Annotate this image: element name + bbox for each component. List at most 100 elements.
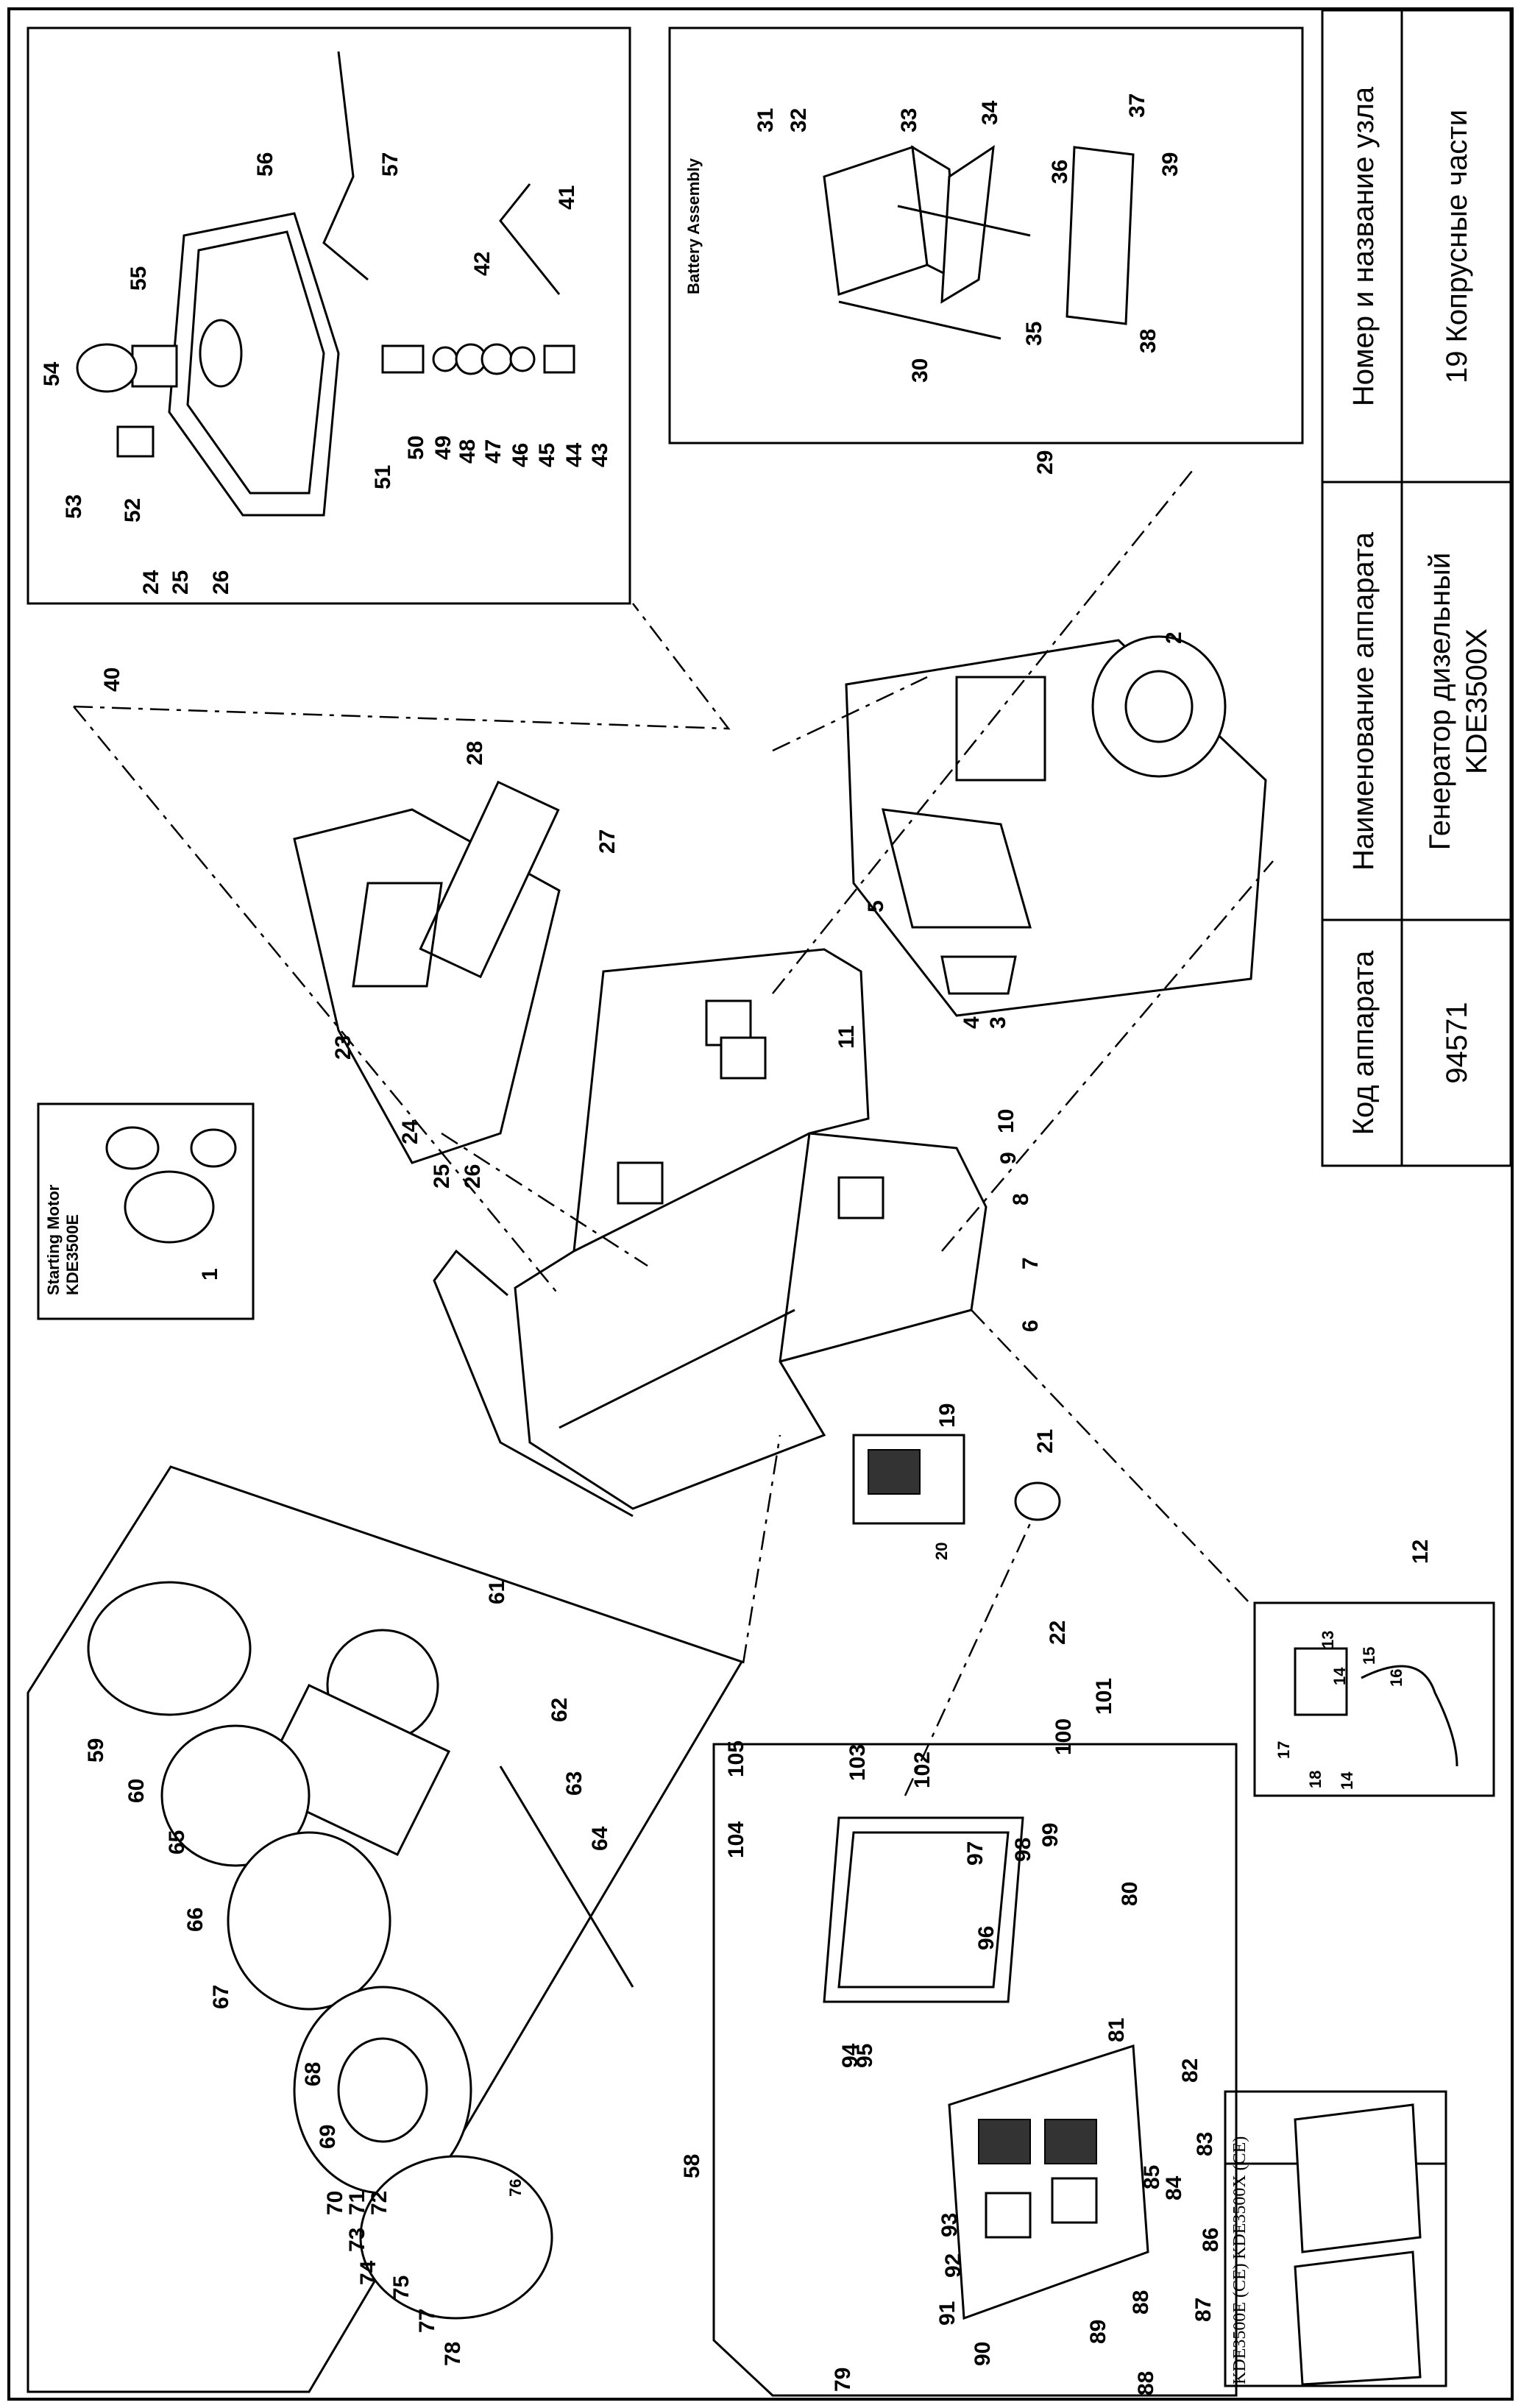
callout-43: 43: [588, 443, 612, 467]
callout-72: 72: [367, 2191, 391, 2215]
frame-group: [433, 948, 988, 1518]
panel-ce-e-label: KDE3500E (CE): [1230, 2263, 1249, 2384]
starting-motor-label-1: Starting Motor: [44, 1184, 63, 1295]
callout-87: 87: [1191, 2298, 1216, 2322]
callout-76: 76: [506, 2179, 525, 2197]
starting-motor-group: Starting Motor KDE3500E: [37, 1102, 255, 1320]
callout-82: 82: [1178, 2058, 1202, 2083]
callout-25: 25: [430, 1164, 454, 1189]
callout-98: 98: [1011, 1838, 1035, 1862]
callout-85: 85: [1140, 2165, 1164, 2189]
fuel-tank-group: [26, 26, 631, 605]
alternator-group: [26, 1465, 744, 2393]
callout-90: 90: [971, 2342, 995, 2366]
panel-variants-group: KDE3500X (CE) KDE3500E (CE): [1224, 2090, 1447, 2387]
callout-88: 88: [1129, 2290, 1153, 2315]
callout-24: 24: [398, 1119, 422, 1144]
callout-66: 66: [183, 1908, 208, 1932]
callout-25b: 25: [169, 570, 193, 595]
callout-84: 84: [1162, 2175, 1186, 2200]
callout-7: 7: [1018, 1257, 1043, 1269]
callout-30: 30: [908, 358, 932, 383]
callout-21: 21: [1033, 1429, 1057, 1453]
callout-65: 65: [165, 1830, 189, 1855]
header-name: Наименование аппарата: [1347, 531, 1380, 871]
callout-89: 89: [1086, 2320, 1110, 2344]
callout-62: 62: [547, 1698, 572, 1722]
drawing-sheet: [7, 7, 1514, 2401]
callout-60: 60: [124, 1779, 149, 1803]
value-node: 19 Копрусные части: [1441, 110, 1473, 383]
callout-51: 51: [371, 465, 395, 489]
callout-79: 79: [831, 2368, 855, 2392]
callout-3: 3: [986, 1016, 1010, 1029]
callout-69: 69: [316, 2125, 340, 2149]
callout-103: 103: [845, 1744, 870, 1781]
callout-16: 16: [1387, 1669, 1405, 1687]
title-block: Код аппарата Наименование аппарата Номер…: [1321, 9, 1512, 1167]
callout-15: 15: [1360, 1647, 1378, 1665]
value-name-line2: KDE3500X: [1461, 628, 1493, 774]
callout-70: 70: [323, 2191, 347, 2215]
callout-34: 34: [978, 100, 1002, 125]
callout-33: 33: [897, 108, 921, 132]
battery-assembly-group: Battery Assembly: [668, 26, 1304, 445]
callout-20: 20: [932, 1543, 951, 1560]
callout-88b: 88: [1134, 2371, 1158, 2395]
callout-99: 99: [1038, 1823, 1063, 1847]
callout-56: 56: [253, 152, 277, 177]
callout-83: 83: [1193, 2132, 1217, 2156]
callout-57: 57: [378, 152, 403, 177]
callout-2: 2: [1162, 631, 1186, 644]
callout-6: 6: [1018, 1320, 1043, 1332]
callout-37: 37: [1125, 93, 1149, 118]
callout-41: 41: [555, 185, 579, 210]
callout-97: 97: [963, 1841, 988, 1866]
callout-77: 77: [415, 2309, 439, 2333]
callout-40: 40: [100, 667, 124, 692]
panel-ce-x-label: KDE3500X (CE): [1230, 2136, 1249, 2259]
callout-59: 59: [84, 1738, 108, 1763]
callout-81: 81: [1105, 2018, 1129, 2042]
callout-91: 91: [935, 2301, 960, 2326]
callout-labels: 1 2 3 4 5 6 7 8 9 10 11 12 13 14 14 15 1…: [40, 93, 1433, 2395]
callout-11: 11: [834, 1025, 859, 1049]
header-node: Номер и название узла: [1347, 86, 1380, 406]
callout-61: 61: [485, 1580, 509, 1604]
callout-52: 52: [121, 498, 145, 523]
callout-19: 19: [935, 1403, 960, 1428]
callout-55: 55: [127, 266, 151, 291]
callout-71: 71: [345, 2191, 369, 2215]
callout-86: 86: [1199, 2228, 1223, 2252]
callout-58: 58: [680, 2154, 704, 2178]
callout-26b: 26: [209, 570, 233, 595]
callout-93: 93: [937, 2213, 962, 2237]
value-code: 94571: [1441, 1002, 1473, 1083]
assembly-leaders: [73, 470, 1274, 1796]
callout-68: 68: [301, 2062, 325, 2086]
engine-group: [845, 635, 1267, 1017]
callout-39: 39: [1158, 152, 1183, 177]
callout-73: 73: [345, 2228, 369, 2252]
callout-47: 47: [481, 439, 506, 464]
callout-49: 49: [431, 436, 455, 460]
callout-63: 63: [562, 1771, 586, 1796]
callout-45: 45: [535, 443, 559, 467]
sensor-group: [1253, 1601, 1495, 1797]
starting-motor-label-2: KDE3500E: [63, 1214, 82, 1295]
callout-12: 12: [1408, 1540, 1433, 1564]
callout-1: 1: [198, 1268, 222, 1281]
callout-14b: 14: [1338, 1771, 1356, 1790]
callout-35: 35: [1022, 322, 1046, 346]
callout-29: 29: [1033, 450, 1057, 475]
callout-24b: 24: [139, 570, 163, 595]
value-name-line1: Генератор дизельный: [1424, 553, 1456, 851]
callout-74: 74: [356, 2260, 380, 2285]
header-code: Код аппарата: [1347, 950, 1380, 1135]
callout-38: 38: [1136, 329, 1160, 353]
top-cover-group: [293, 780, 561, 1164]
callout-28: 28: [463, 741, 487, 765]
callout-80: 80: [1118, 1882, 1142, 1906]
callout-26: 26: [461, 1164, 485, 1189]
